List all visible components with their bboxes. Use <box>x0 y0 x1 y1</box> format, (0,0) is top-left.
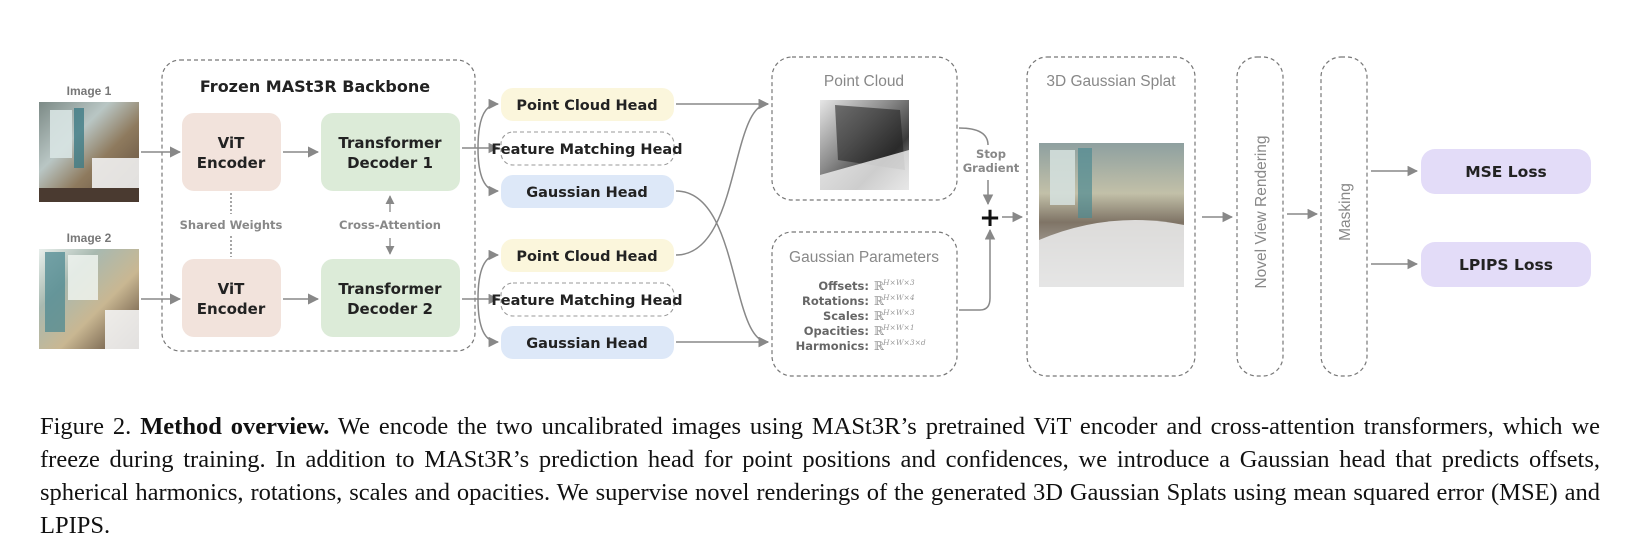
param-real-symbol: ℝ <box>874 309 885 323</box>
lpips-loss-box <box>1421 242 1591 287</box>
masking-box <box>1320 56 1368 377</box>
param-dims: H×W×3 <box>882 278 915 287</box>
gaussian-head-2-label: Gaussian Head <box>526 336 648 352</box>
masking-label: Masking <box>1337 183 1354 241</box>
gaussian-head-1-label: Gaussian Head <box>526 185 648 201</box>
point-cloud-container <box>771 56 958 201</box>
figure-label: Figure 2. <box>40 413 132 440</box>
gaussian-parameters-title: Gaussian Parameters <box>789 249 939 266</box>
feature-matching-head-1-label: Feature Matching Head <box>491 142 682 158</box>
backbone-title: Frozen MASt3R Backbone <box>200 77 430 96</box>
feature-matching-head-1 <box>500 131 675 166</box>
param-dims: H×W×1 <box>882 323 915 332</box>
feature-matching-head-2 <box>500 282 675 317</box>
image1-thumbnail <box>39 102 139 202</box>
decoder-2-line2: Decoder 2 <box>347 300 433 318</box>
param-real-symbol: ℝ <box>874 279 885 293</box>
param-name: Harmonics: <box>796 339 869 353</box>
param-real-symbol: ℝ <box>874 339 885 353</box>
cross-attention-label: Cross-Attention <box>339 218 441 232</box>
decoder1-branch-arrows <box>462 98 500 197</box>
stop-gradient-arrows <box>958 127 1024 311</box>
vit-encoder-1-line2: Encoder <box>197 154 266 172</box>
param-name: Offsets: <box>818 279 869 293</box>
vit-encoder-2-line1: ViT <box>218 280 245 298</box>
param-real-symbol: ℝ <box>874 324 885 338</box>
param-name: Scales: <box>823 309 869 323</box>
transformer-decoder-1 <box>321 113 460 191</box>
shared-weights-label: Shared Weights <box>180 218 283 232</box>
mse-loss-label: MSE Loss <box>1465 163 1547 181</box>
point-cloud-head-2 <box>501 239 674 272</box>
plus-symbol: + <box>979 203 1001 233</box>
stop-gradient-line2: Gradient <box>963 161 1020 175</box>
transformer-decoder-2 <box>321 259 460 337</box>
heads-to-outputs-arrows <box>675 98 770 348</box>
param-dims: H×W×4 <box>882 293 915 302</box>
novel-view-rendering-label: Novel View Rendering <box>1253 135 1270 288</box>
vit-encoder-2-line2: Encoder <box>197 300 266 318</box>
point-cloud-head-1-label: Point Cloud Head <box>516 98 657 114</box>
caption-title: Method overview. <box>140 413 330 440</box>
gaussian-splat-container <box>1026 56 1196 377</box>
decoder-1-line1: Transformer <box>338 134 442 152</box>
image2-label: Image 2 <box>67 231 112 245</box>
point-cloud-head-2-label: Point Cloud Head <box>516 249 657 265</box>
stop-gradient-line1: Stop <box>976 147 1006 161</box>
gaussian-splat-title: 3D Gaussian Splat <box>1046 73 1176 90</box>
param-dims: H×W×3 <box>882 308 915 317</box>
feature-matching-head-2-label: Feature Matching Head <box>491 293 682 309</box>
novel-view-rendering-box <box>1236 56 1284 377</box>
lpips-loss-label: LPIPS Loss <box>1459 256 1553 274</box>
point-cloud-title: Point Cloud <box>824 73 904 90</box>
mse-loss-box <box>1421 149 1591 194</box>
vit-encoder-2 <box>182 259 281 337</box>
param-name: Rotations: <box>802 294 869 308</box>
decoder2-branch-arrows <box>462 249 500 348</box>
param-dims: H×W×3×d <box>882 338 926 347</box>
gaussian-head-2 <box>501 326 674 359</box>
image2-thumbnail <box>39 249 139 349</box>
vit-encoder-1 <box>182 113 281 191</box>
point-cloud-image <box>820 100 909 190</box>
vit-encoder-1-line1: ViT <box>218 134 245 152</box>
point-cloud-head-1 <box>501 88 674 121</box>
param-real-symbol: ℝ <box>874 294 885 308</box>
param-name: Opacities: <box>804 324 869 338</box>
gaussian-parameters-container <box>771 231 958 377</box>
caption-text: We encode the two uncalibrated images us… <box>40 413 1601 539</box>
method-overview-diagram: Image 1 Image 2 Frozen MASt3R Backbone V… <box>39 56 1591 377</box>
decoder-1-line2: Decoder 1 <box>347 154 433 172</box>
decoder-2-line1: Transformer <box>338 280 442 298</box>
image1-label: Image 1 <box>67 84 112 98</box>
gaussian-splat-image <box>1039 143 1184 287</box>
figure-caption: Figure 2. Method overview. We encode the… <box>40 410 1600 542</box>
gaussian-head-1 <box>501 175 674 208</box>
